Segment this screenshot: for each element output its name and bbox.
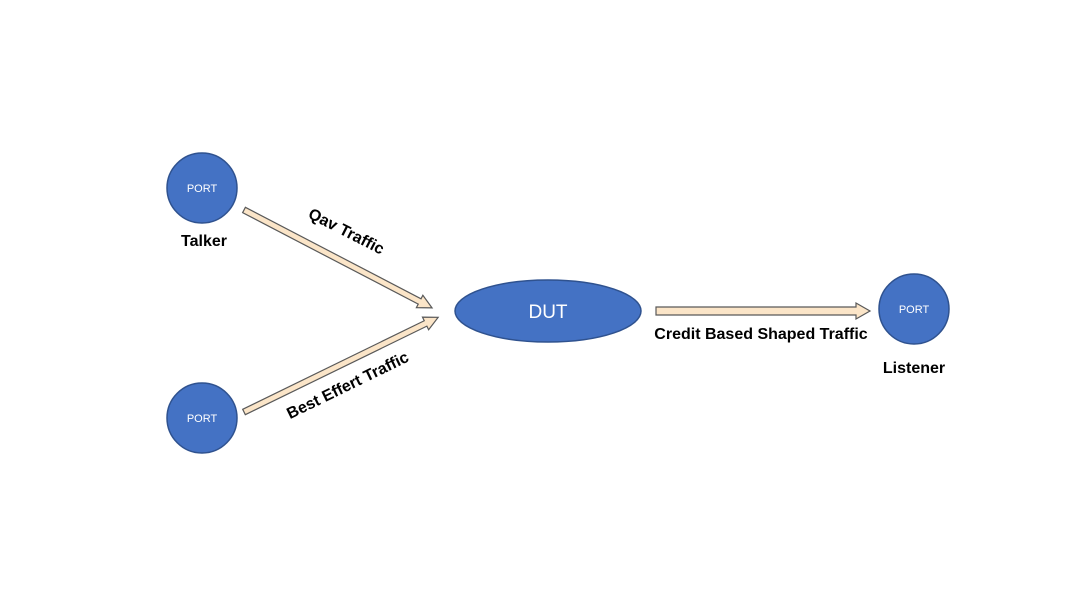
dut-label: DUT [528,302,567,323]
talker-port-label: PORT [187,183,218,195]
cbs-traffic-label: Credit Based Shaped Traffic [654,326,867,343]
best-effort-port-circle [166,382,238,454]
talker-port-circle [166,152,238,224]
best-effort-node: PORT [166,382,238,454]
listener-port-circle [878,273,950,345]
dut-ellipse [454,279,642,343]
best-effort-traffic-arrow [241,316,440,416]
cbs-traffic-arrow [655,301,872,321]
dut-node: DUT [454,279,642,343]
qav-arrow-shape [241,206,434,309]
listener-caption: Listener [883,360,945,377]
talker-caption: Talker [181,233,227,250]
cbs-arrow-shape [655,301,872,321]
best-effort-port-label: PORT [187,413,218,425]
listener-port-label: PORT [899,304,930,316]
listener-node: PORT [878,273,950,345]
best-effort-arrow-shape [241,316,440,416]
talker-node: PORT [166,152,238,224]
qav-traffic-arrow [241,206,434,309]
